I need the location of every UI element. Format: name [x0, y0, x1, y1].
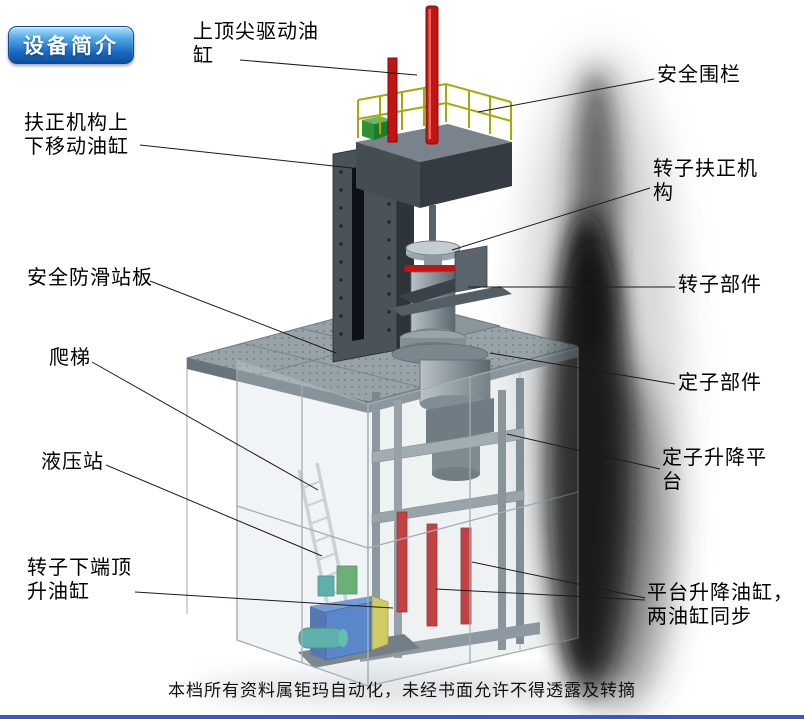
- callout-top-tip-cylinder: 上顶尖驱动油缸: [193, 21, 319, 68]
- callout-rotor-jack-cylinder: 转子下端顶升油缸: [27, 557, 132, 604]
- top-drive-cylinder: [387, 5, 439, 145]
- bottom-accent-bar: [0, 715, 804, 719]
- callout-ladder: 爬梯: [49, 347, 91, 369]
- stator-assembly: [419, 359, 494, 481]
- callout-anti-slip-platform: 安全防滑站板: [27, 267, 153, 289]
- callout-rotor-component: 转子部件: [678, 274, 762, 296]
- copyright-notice: 本档所有资料属钜玛自动化，未经书面允许不得透露及转摘: [168, 681, 636, 700]
- ground-shadow: [195, 673, 625, 705]
- callout-stator-component: 定子部件: [678, 372, 762, 394]
- title-badge: 设备简介: [8, 26, 134, 64]
- lift-cylinders: [396, 511, 472, 627]
- callout-safety-fence: 安全围栏: [657, 64, 741, 86]
- cage-front-faces: [236, 347, 579, 687]
- callout-rotor-centering: 转子扶正机构: [653, 158, 758, 205]
- callout-centering-updown: 扶正机构上下移动油缸: [24, 112, 129, 159]
- shadow-overlay: [550, 240, 634, 700]
- callout-hydraulic-station: 液压站: [41, 451, 104, 473]
- rotor-centering-mechanism: [390, 245, 512, 316]
- callout-platform-cylinder: 平台升降油缸，两油缸同步: [647, 582, 794, 629]
- callout-stator-lift-platform: 定子升降平台: [662, 447, 767, 494]
